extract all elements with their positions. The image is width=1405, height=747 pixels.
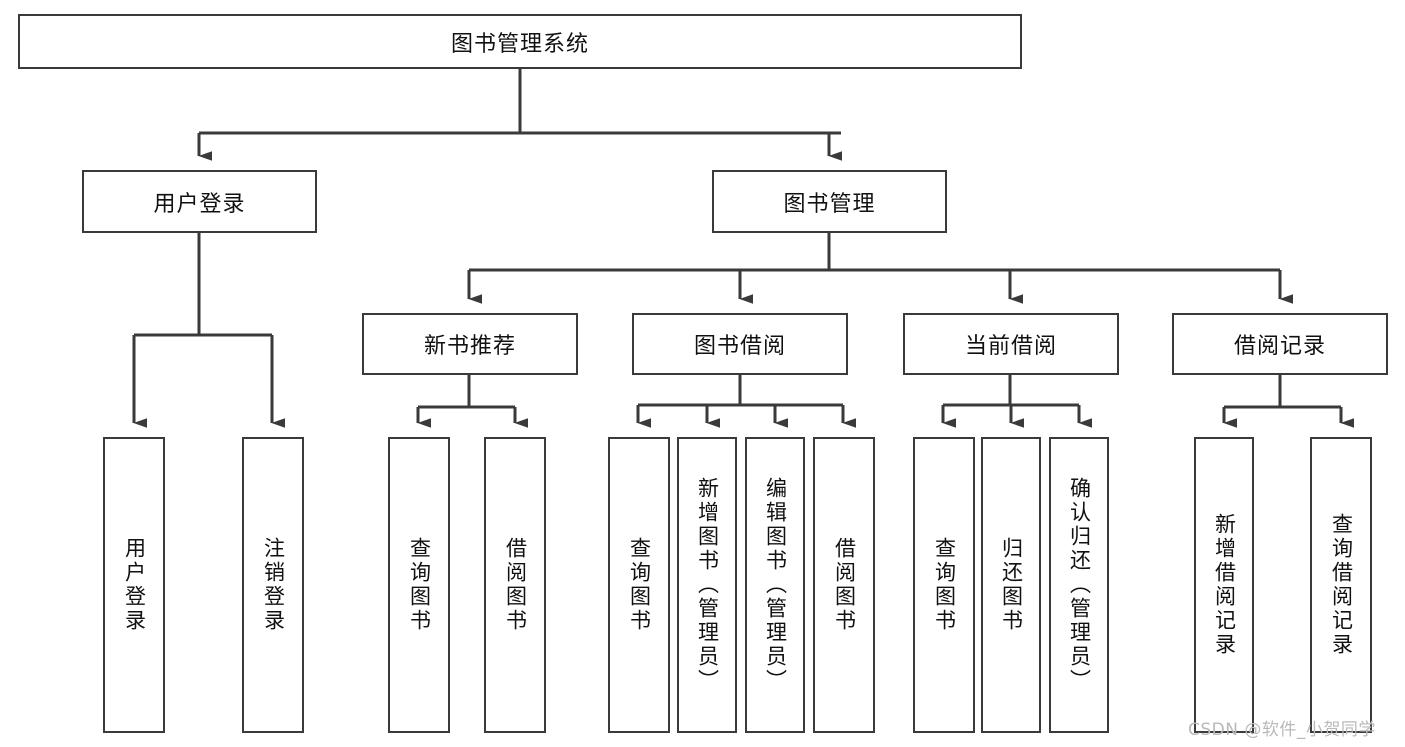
node-label: 归还图书 [999, 537, 1024, 633]
node-leaf-user-login[interactable]: 用户登录 [103, 437, 165, 733]
node-book-borrow[interactable]: 图书借阅 [632, 313, 848, 375]
node-label: 图书管理系统 [450, 31, 589, 57]
node-label: 用户登录 [153, 191, 246, 217]
node-leaf-query-book-current[interactable]: 查询图书 [913, 437, 975, 733]
new-book-recommend-connectors [416, 375, 528, 428]
user-login-connectors [132, 233, 285, 428]
node-label: 注销登录 [261, 537, 286, 633]
node-label: 新增图书（管理员） [695, 477, 720, 693]
node-label: 新增借阅记录 [1212, 513, 1237, 657]
node-label: 图书管理 [783, 191, 876, 217]
node-leaf-borrow-book[interactable]: 借阅图书 [813, 437, 875, 733]
book-borrow-connectors [636, 375, 856, 428]
book-manage-connectors [467, 233, 1293, 304]
node-label: 借阅图书 [503, 537, 528, 633]
node-borrow-record[interactable]: 借阅记录 [1172, 313, 1388, 375]
node-leaf-query-book-borrow[interactable]: 查询图书 [608, 437, 670, 733]
node-label: 确认归还（管理员） [1067, 477, 1092, 693]
node-leaf-logout[interactable]: 注销登录 [242, 437, 304, 733]
current-borrow-connectors [941, 375, 1092, 428]
root-to-level2-connectors [197, 69, 842, 161]
node-label: 当前借阅 [964, 334, 1057, 359]
node-leaf-add-book-admin[interactable]: 新增图书（管理员） [677, 437, 737, 733]
csdn-watermark: CSDN @软件_小贺同学 [1188, 720, 1376, 740]
node-label: 查询图书 [407, 537, 432, 633]
node-leaf-query-borrow-record[interactable]: 查询借阅记录 [1310, 437, 1372, 733]
node-new-book-recommend[interactable]: 新书推荐 [362, 313, 578, 375]
node-root-system[interactable]: 图书管理系统 [18, 14, 1022, 69]
node-user-login[interactable]: 用户登录 [82, 170, 317, 233]
node-label: 查询借阅记录 [1329, 513, 1354, 657]
node-book-manage[interactable]: 图书管理 [712, 170, 947, 233]
node-leaf-edit-book-admin[interactable]: 编辑图书（管理员） [745, 437, 805, 733]
node-label: 图书借阅 [693, 334, 786, 359]
borrow-record-connectors [1222, 375, 1354, 428]
node-label: 查询图书 [627, 537, 652, 633]
node-label: 用户登录 [122, 537, 147, 633]
node-label: 编辑图书（管理员） [763, 477, 788, 693]
node-current-borrow[interactable]: 当前借阅 [903, 313, 1119, 375]
node-leaf-add-borrow-record[interactable]: 新增借阅记录 [1194, 437, 1254, 733]
node-label: 查询图书 [932, 537, 957, 633]
node-label: 借阅记录 [1233, 334, 1326, 359]
node-leaf-query-book-recommend[interactable]: 查询图书 [388, 437, 450, 733]
node-label: 新书推荐 [423, 334, 516, 359]
node-leaf-confirm-return-admin[interactable]: 确认归还（管理员） [1049, 437, 1109, 733]
node-label: 借阅图书 [832, 537, 857, 633]
node-leaf-borrow-book-recommend[interactable]: 借阅图书 [484, 437, 546, 733]
node-leaf-return-book[interactable]: 归还图书 [981, 437, 1041, 733]
